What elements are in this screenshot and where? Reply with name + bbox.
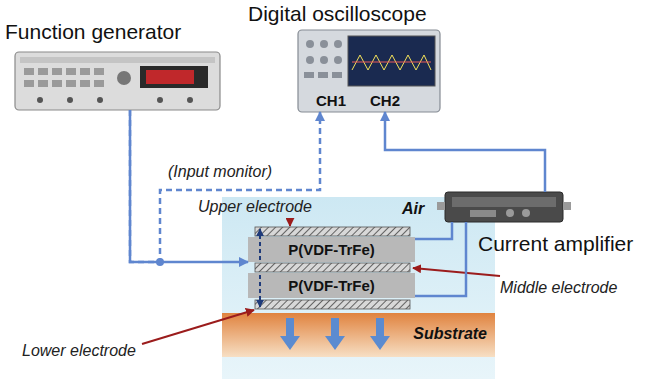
heat-arrows: [280, 318, 390, 350]
device-label: Current amplifier: [478, 232, 633, 256]
device-label: Function generator: [5, 20, 181, 44]
channel-label: CH2: [370, 92, 400, 109]
signal-wire: [415, 222, 466, 296]
callout-label: Lower electrode: [22, 342, 136, 360]
polymer-layer: [248, 237, 415, 262]
function-generator-device: [15, 52, 220, 110]
region-label: Air: [402, 200, 424, 218]
polarization-arrow: [259, 275, 261, 307]
layer-label: P(VDF-TrFe): [288, 241, 375, 258]
device-label: Digital oscilloscope: [248, 2, 427, 26]
layer-band: P(VDF-TrFe): [248, 237, 415, 262]
signal-wire: [130, 110, 248, 262]
region-box: AirP(VDF-TrFe) P(VDF-TrFe) Substrate: [222, 197, 495, 379]
junction-dot: [156, 258, 164, 266]
leader-arrow: [413, 268, 500, 276]
layer-label: Substrate: [413, 325, 487, 343]
signal-wire: [415, 222, 452, 239]
electrode-bar: [255, 227, 410, 236]
polarization-arrow: [259, 229, 261, 260]
channel-label: CH1: [316, 92, 346, 109]
callout-label: Upper electrode: [198, 198, 312, 216]
signal-wire: [130, 110, 320, 262]
layer-band: P(VDF-TrFe): [248, 273, 415, 298]
device-box: Current amplifier: [445, 192, 563, 222]
electrode-bar: [255, 300, 410, 309]
leader-arrow: [142, 310, 254, 344]
electrode-bar: [255, 263, 410, 272]
signal-wire: [385, 112, 545, 192]
layer-label: P(VDF-TrFe): [288, 277, 375, 294]
leader-arrow: [289, 218, 291, 226]
polymer-layer: [248, 273, 415, 298]
callout-label: Middle electrode: [500, 279, 617, 297]
current-amplifier-device: [437, 192, 571, 222]
device-box: Function generator: [15, 52, 220, 110]
oscilloscope-device: [298, 30, 440, 112]
substrate-band: Substrate: [222, 313, 495, 357]
signal-label: (Input monitor): [168, 163, 272, 181]
air-region: [222, 197, 495, 379]
substrate-band: [222, 313, 495, 357]
device-box: Digital oscilloscopeCH1CH2: [298, 30, 440, 112]
